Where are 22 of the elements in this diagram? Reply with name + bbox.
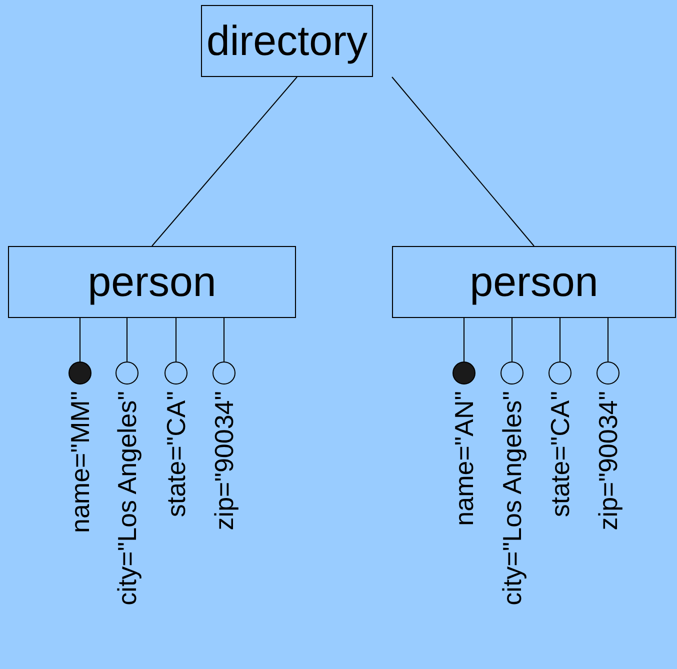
attribute-label: city="Los Angeles" (499, 391, 525, 606)
empty-circle (212, 362, 236, 384)
attribute-label: zip="90034" (211, 391, 237, 530)
connector-line (126, 318, 128, 362)
filled-circle (452, 362, 476, 384)
filled-circle (68, 362, 92, 384)
element-box: person (8, 246, 296, 318)
connector-line (152, 76, 298, 246)
attribute-label: state="CA" (547, 391, 573, 518)
attribute-label: name="MM" (67, 391, 93, 533)
attribute-label: city="Los Angeles" (114, 391, 140, 606)
empty-circle (164, 362, 188, 384)
empty-circle (548, 362, 572, 384)
empty-circle (596, 362, 620, 384)
attribute-label: name="AN" (451, 391, 477, 526)
connector-line (392, 76, 534, 246)
attribute-label: zip="90034" (595, 391, 621, 530)
element-box: person (392, 246, 676, 318)
empty-circle (116, 362, 138, 384)
element-box: directory (201, 5, 373, 77)
empty-circle (500, 362, 524, 384)
attribute-label: state="CA" (163, 391, 189, 518)
